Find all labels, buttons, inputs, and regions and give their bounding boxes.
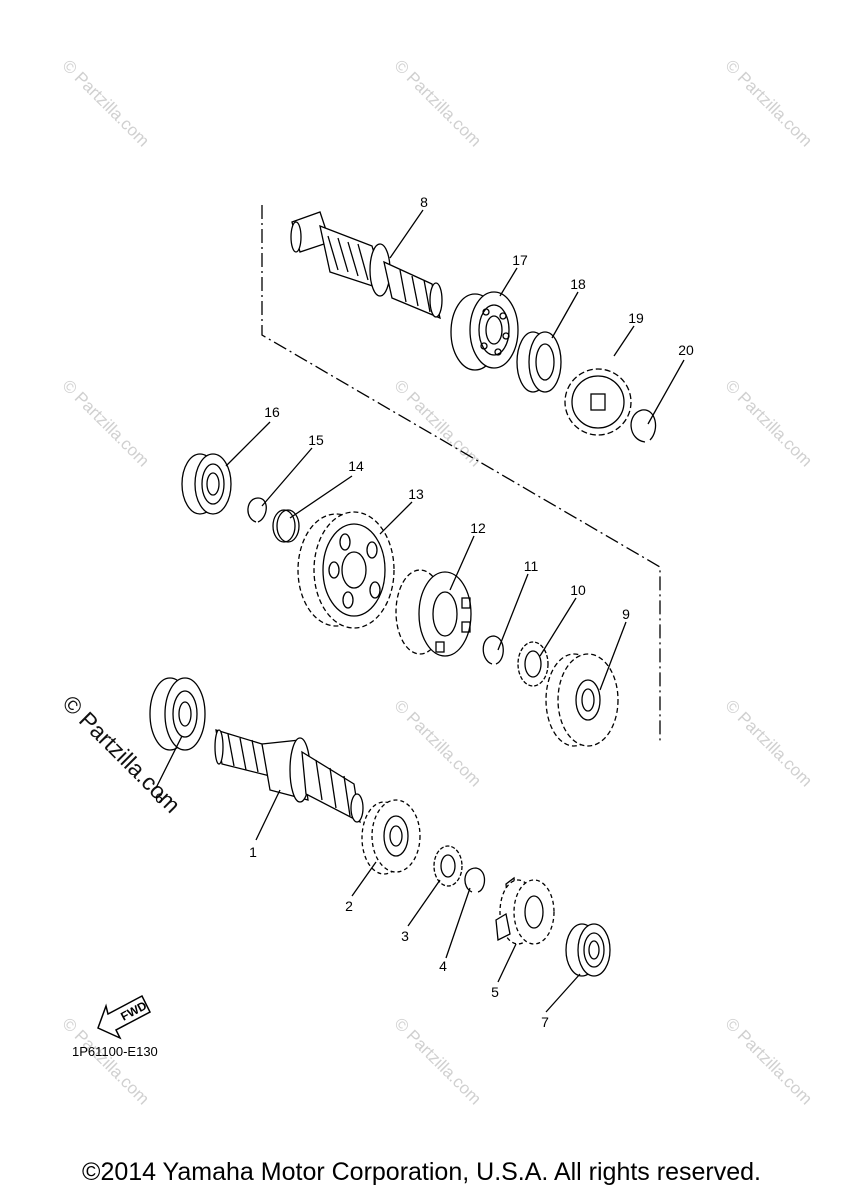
callout-6: 6 [155, 790, 163, 806]
bearing-part-6 [149, 677, 206, 751]
callout-11: 11 [523, 558, 539, 574]
callout-7: 7 [541, 1014, 549, 1030]
circlip-part-11 [482, 635, 504, 665]
gear-part-9 [545, 653, 619, 747]
callout-15: 15 [308, 432, 324, 448]
bearing-part-7 [565, 923, 611, 977]
callout-14: 14 [348, 458, 364, 474]
callout-1: 1 [249, 844, 257, 860]
diagram-code: 1P61100-E130 [72, 1044, 158, 1059]
callout-18: 18 [570, 276, 586, 292]
callout-17: 17 [512, 252, 528, 268]
callout-2: 2 [345, 898, 353, 914]
washer-part-10 [517, 641, 549, 687]
gear-part-13 [297, 511, 395, 629]
washer-part-14 [272, 509, 300, 543]
gear-part-2 [361, 799, 421, 875]
callout-12: 12 [470, 520, 486, 536]
callout-19: 19 [628, 310, 644, 326]
leader-lines [155, 209, 685, 1013]
oil-seal-part-18 [516, 331, 562, 393]
callout-10: 10 [570, 582, 586, 598]
gear-part-12 [395, 569, 472, 657]
copyright-text: ©2014 Yamaha Motor Corporation, U.S.A. A… [82, 1158, 761, 1186]
callout-16: 16 [264, 404, 280, 420]
callout-8: 8 [420, 194, 428, 210]
callout-3: 3 [401, 928, 409, 944]
circlip-part-4 [464, 867, 486, 893]
callout-4: 4 [439, 958, 447, 974]
washer-part-3 [433, 845, 463, 887]
gear-part-5 [495, 876, 555, 945]
bearing-part-17 [450, 291, 519, 371]
circlip-part-15 [247, 497, 267, 523]
circlip-part-20 [630, 409, 657, 443]
callout-9: 9 [622, 606, 630, 622]
callout-20: 20 [678, 342, 694, 358]
fwd-arrow-icon [97, 994, 151, 1040]
callout-5: 5 [491, 984, 499, 1000]
sprocket-part-19 [564, 368, 632, 436]
assembly-boundary [261, 205, 661, 742]
callout-13: 13 [408, 486, 424, 502]
bearing-part-16 [181, 453, 232, 515]
drive-axle-part-8 [290, 211, 443, 320]
main-axle-part-1 [214, 729, 364, 824]
